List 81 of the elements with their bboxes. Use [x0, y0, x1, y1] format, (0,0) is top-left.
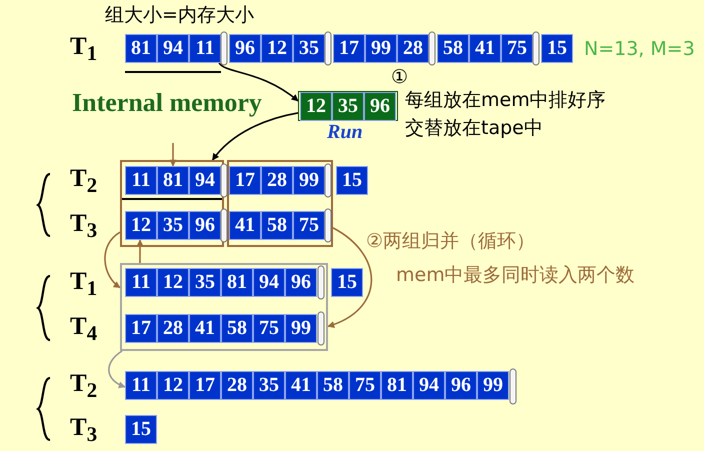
handwritten-note: ②两组归并（循环） — [366, 229, 536, 254]
number-cell: 41 — [285, 371, 317, 400]
group-frame — [120, 160, 224, 247]
number-cell: 94 — [157, 34, 189, 63]
tape-label: T$_{1}$ — [70, 33, 98, 66]
number-cell: 35 — [293, 34, 325, 63]
number-cell: 75 — [349, 371, 381, 400]
number-cell: 35 — [253, 371, 285, 400]
number-cell: 12 — [125, 211, 157, 240]
number-cell: 11 — [125, 371, 157, 400]
parameter-note: N=13, M=3 — [584, 38, 695, 60]
group-frame — [227, 160, 333, 247]
number-cell: 81 — [221, 268, 253, 297]
number-cell: 58 — [261, 211, 293, 240]
number-cell: 41 — [229, 211, 261, 240]
number-cell: 41 — [469, 34, 501, 63]
number-cell: 11 — [189, 34, 221, 63]
step-number: ① — [391, 66, 408, 88]
number-cell: 17 — [125, 314, 157, 343]
number-cell: 35 — [332, 92, 364, 121]
number-cell: 96 — [445, 371, 477, 400]
number-cell: 81 — [157, 166, 189, 195]
tape-label: T$_{1}$ — [70, 268, 98, 301]
number-cell: 75 — [501, 34, 533, 63]
arrow — [327, 227, 372, 328]
number-cell: 81 — [381, 371, 413, 400]
number-cell: 17 — [189, 371, 221, 400]
number-cell: 12 — [157, 371, 189, 400]
tape-label: T$_{4}$ — [70, 313, 98, 346]
number-cell: 28 — [221, 371, 253, 400]
number-cell: 15 — [541, 34, 573, 63]
number-cell: 15 — [125, 415, 157, 444]
number-cell: 94 — [413, 371, 445, 400]
number-cell: 35 — [157, 211, 189, 240]
number-cell: 96 — [189, 211, 221, 240]
number-cell: 12 — [300, 92, 332, 121]
memory-block — [298, 91, 398, 121]
number-cell: 99 — [365, 34, 397, 63]
arrow — [218, 62, 299, 102]
number-cell: 58 — [317, 371, 349, 400]
number-cell: 58 — [437, 34, 469, 63]
handwritten-note: mem中最多同时读入两个数 — [396, 263, 635, 288]
tape-label: T$_{2}$ — [70, 370, 98, 403]
handwritten-note: 每组放在mem中排好序交替放在tape中 — [405, 88, 607, 141]
arrow — [212, 112, 298, 161]
run-label: Run — [327, 121, 363, 144]
number-cell: 94 — [189, 166, 221, 195]
number-cell: 75 — [253, 314, 285, 343]
tape-label: T$_{2}$ — [70, 165, 98, 198]
number-cell: 75 — [293, 211, 325, 240]
number-cell: 28 — [157, 314, 189, 343]
number-cell: 15 — [336, 166, 368, 195]
number-cell: 11 — [125, 268, 157, 297]
number-cell: 15 — [331, 268, 363, 297]
number-cell: 58 — [221, 314, 253, 343]
arrow — [104, 232, 121, 288]
number-cell: 99 — [285, 314, 317, 343]
number-cell: 96 — [229, 34, 261, 63]
number-cell: 12 — [157, 268, 189, 297]
tape-label: T$_{3}$ — [70, 210, 98, 243]
number-cell: 41 — [189, 314, 221, 343]
number-cell: 11 — [125, 166, 157, 195]
arrow — [108, 350, 126, 388]
number-cell: 35 — [189, 268, 221, 297]
number-cell: 28 — [261, 166, 293, 195]
number-cell: 81 — [125, 34, 157, 63]
number-cell: 28 — [397, 34, 429, 63]
number-cell: 99 — [477, 371, 509, 400]
number-cell: 12 — [261, 34, 293, 63]
number-cell: 96 — [364, 92, 396, 121]
arrow — [170, 143, 176, 167]
tape-label: T$_{3}$ — [70, 414, 98, 447]
arrow — [136, 239, 144, 263]
handwritten-note: 组大小=内存大小 — [105, 3, 254, 28]
number-cell: 17 — [333, 34, 365, 63]
memory-label: Internal memory — [72, 88, 262, 118]
number-cell: 96 — [285, 268, 317, 297]
number-cell: 99 — [293, 166, 325, 195]
group-frame — [120, 263, 328, 351]
number-cell: 17 — [229, 166, 261, 195]
number-cell: 94 — [253, 268, 285, 297]
